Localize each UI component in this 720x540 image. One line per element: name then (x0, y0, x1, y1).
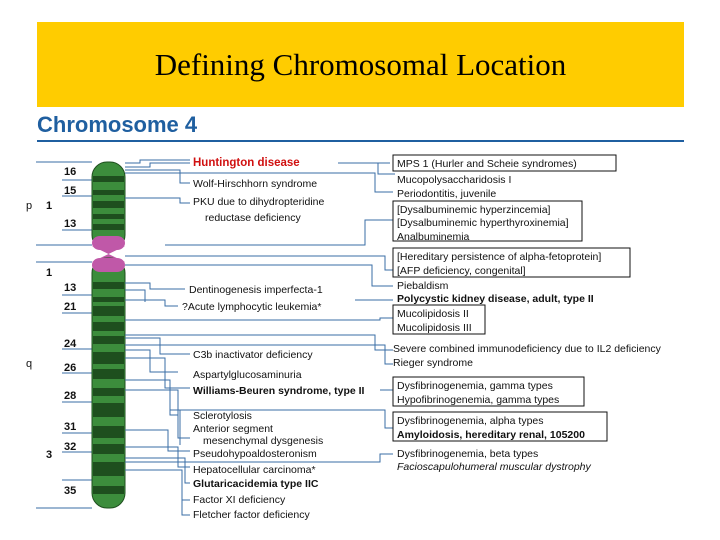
page-title: Defining Chromosomal Location (154, 46, 567, 82)
disease-label: Sclerotylosis (193, 410, 252, 422)
band-label: 3 (46, 449, 52, 461)
disease-label: Amyloidosis, hereditary renal, 105200 (397, 429, 585, 441)
title-banner: Defining Chromosomal Location (37, 22, 684, 107)
right-group-boxes (392, 154, 631, 442)
disease-label: Severe combined immunodeficiency due to … (393, 343, 662, 355)
disease-label: Mucolipidosis II (397, 308, 469, 320)
band-label: 24 (64, 338, 77, 350)
q-arm-label: q (26, 358, 32, 370)
disease-label: Polycystic kidney disease, adult, type I… (397, 293, 594, 305)
disease-label: Mucopolysaccharidosis I (397, 174, 511, 186)
disease-label: Dysfibrinogenemia, alpha types (397, 415, 544, 427)
band-lines (36, 161, 92, 509)
right-connectors (125, 162, 395, 463)
band-label: 32 (64, 441, 76, 453)
disease-label: MPS 1 (Hurler and Scheie syndromes) (397, 158, 577, 170)
disease-label: Hypofibrinogenemia, gamma types (397, 394, 559, 406)
disease-label: Rieger syndrome (393, 357, 473, 369)
disease-label: Glutaricacidemia type IIC (193, 478, 319, 490)
band-labels: 16 15 1 13 1 13 21 24 26 28 31 32 3 33 3… (46, 166, 77, 497)
disease-label: Pseudohypoaldosteronism (193, 448, 317, 460)
disease-label: Anterior segment (193, 423, 273, 435)
right-disease-labels: MPS 1 (Hurler and Scheie syndromes) Muco… (393, 158, 662, 473)
disease-label: Hepatocellular carcinoma* (193, 464, 316, 476)
dark-bands (93, 176, 124, 494)
disease-label: Piebaldism (397, 280, 449, 292)
disease-label: Huntington disease (193, 157, 300, 169)
band-label: 1 (46, 200, 52, 212)
left-disease-labels: Huntington disease Wolf-Hirschhorn syndr… (182, 157, 365, 521)
disease-label: Analbuminemia (397, 231, 470, 243)
disease-label: Wolf-Hirschhorn syndrome (193, 178, 317, 190)
heading-rule (37, 140, 684, 142)
disease-label: Aspartylglucosaminuria (193, 369, 302, 381)
disease-label: [Dysalbuminemic hyperthyroxinemia] (397, 217, 569, 229)
band-label: 16 (64, 166, 76, 178)
p-arm-label: p (26, 200, 32, 212)
disease-label: Dysfibrinogenemia, beta types (397, 448, 538, 460)
disease-label: Williams-Beuren syndrome, type II (193, 385, 365, 397)
disease-label: ?Acute lymphocytic leukemia* (182, 301, 321, 313)
band-label: 21 (64, 301, 76, 313)
disease-label: Periodontitis, juvenile (397, 188, 496, 200)
band-label: 15 (64, 185, 76, 197)
band-label: 28 (64, 390, 76, 402)
disease-label: reductase deficiency (205, 212, 301, 224)
disease-label: PKU due to dihydropteridine (193, 196, 324, 208)
disease-label: [AFP deficiency, congenital] (397, 265, 526, 277)
disease-label: Dysfibrinogenemia, gamma types (397, 380, 553, 392)
chromosome-heading: Chromosome 4 (37, 112, 198, 137)
disease-label: Facioscapulohumeral muscular dystrophy (397, 461, 592, 473)
band-label: 26 (64, 362, 76, 374)
disease-label: Dentinogenesis imperfecta-1 (189, 284, 323, 296)
band-label: 35 (64, 485, 76, 497)
disease-label: C3b inactivator deficiency (193, 349, 313, 361)
band-label: 13 (64, 218, 76, 230)
disease-label: Mucolipidosis III (397, 322, 472, 334)
disease-label: Fletcher factor deficiency (193, 509, 310, 521)
chromosome-4 (91, 161, 126, 509)
band-label: 1 (46, 267, 52, 279)
band-label: 13 (64, 282, 76, 294)
disease-label: Factor XI deficiency (193, 494, 286, 506)
disease-label: [Dysalbuminemic hyperzincemia] (397, 204, 551, 216)
left-connectors (125, 159, 190, 516)
band-label: 31 (64, 421, 76, 433)
disease-label: [Hereditary persistence of alpha-fetopro… (397, 251, 601, 263)
disease-label: mesenchymal dysgenesis (203, 435, 323, 447)
